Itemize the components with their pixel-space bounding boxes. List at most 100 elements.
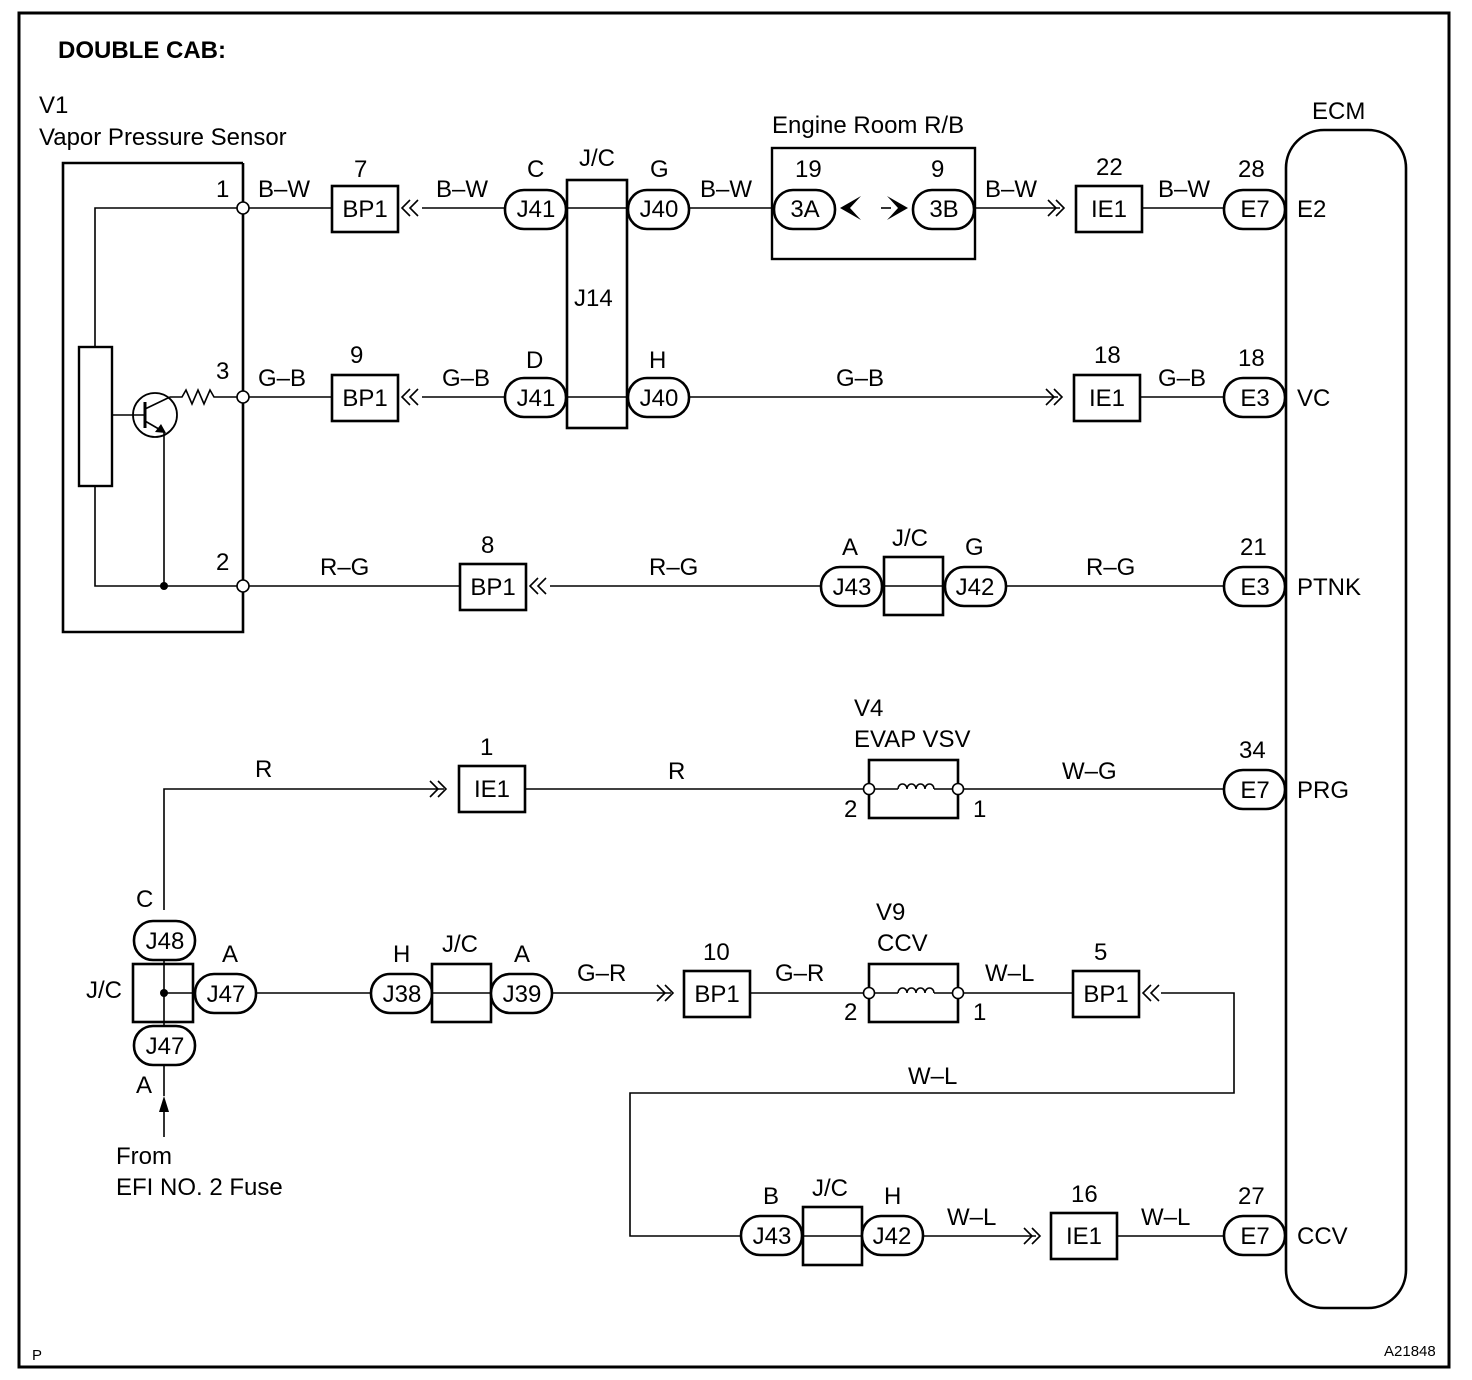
ccv-valve-pin-2: 2: [844, 999, 857, 1026]
ecm-terminal-vc: VC: [1297, 385, 1330, 412]
sensor-pin-3: 3: [216, 358, 229, 385]
jc-label: J/C: [442, 931, 478, 958]
connector-e7: E7: [1240, 1223, 1269, 1250]
sensing-element: [77, 345, 114, 488]
pin-number: 27: [1238, 1183, 1265, 1210]
wire-color: B–W: [985, 176, 1037, 203]
wire-color: R: [668, 758, 685, 785]
evap-vsv-name: EVAP VSV: [854, 726, 971, 753]
connector-bp1: BP1: [342, 196, 387, 223]
connector-j41: J41: [517, 196, 556, 223]
connector-j39: J39: [503, 981, 542, 1008]
sensor-pin-1: 1: [216, 176, 229, 203]
pin-number: 1: [480, 734, 493, 761]
evap-vsv-pin-1: 1: [973, 796, 986, 823]
ecm-label: ECM: [1312, 98, 1365, 125]
pin-number: 28: [1238, 156, 1265, 183]
jc-label: J/C: [892, 525, 928, 552]
connector-e3: E3: [1240, 574, 1269, 601]
vapor-pressure-sensor: V1 Vapor Pressure Sensor 1 3 2: [39, 92, 287, 634]
wire-color: G–B: [836, 365, 884, 392]
ecm-terminal-ccv: CCV: [1297, 1223, 1348, 1250]
circuit-ccv-upper: H J38 J/C A J39 G–R 10 BP1 G–R V9 CCV 2 …: [369, 899, 1160, 1090]
engine-room-relay-block: Engine Room R/B 19 3A 9 3B: [770, 112, 977, 261]
wire-color: G–B: [1158, 365, 1206, 392]
circuit-ptnk: R–G 8 BP1 R–G A J43 J/C G J42 R–G 21 E3: [320, 525, 1287, 617]
connector-j40: J40: [640, 385, 679, 412]
connector-3b: 3B: [929, 196, 958, 223]
pin-letter: G: [650, 156, 669, 183]
relay-block-label: Engine Room R/B: [772, 112, 964, 139]
wire-color: R: [255, 756, 272, 783]
connector-j43: J43: [833, 574, 872, 601]
connector-ie1: IE1: [1091, 196, 1127, 223]
ecm: ECM E2 VC PTNK PRG CCV: [1284, 98, 1408, 1310]
circuit-e2: B–W 7 BP1 B–W C J41 G J40 B–W: [258, 156, 752, 234]
connector-bp1: BP1: [1083, 981, 1128, 1008]
connector-e7: E7: [1240, 777, 1269, 804]
connector-ie1: IE1: [1066, 1223, 1102, 1250]
jc-body-label: J14: [574, 285, 613, 312]
pin-number: 9: [931, 156, 944, 183]
wire-color: G–B: [442, 365, 490, 392]
junction-connector-left: C J48 J/C A J47 J47 A From EFI NO. 2 Fus…: [86, 886, 283, 1201]
connector-bp1: BP1: [470, 574, 515, 601]
jc-label: J/C: [579, 145, 615, 172]
pin-letter: G: [965, 534, 984, 561]
pin-number: 19: [795, 156, 822, 183]
jc-label: J/C: [812, 1175, 848, 1202]
connector-j41: J41: [517, 385, 556, 412]
wires: [159, 207, 1235, 1237]
connector-j43: J43: [753, 1223, 792, 1250]
wire-color: B–W: [436, 176, 488, 203]
connector-j38: J38: [383, 981, 422, 1008]
diagram-frame: [17, 11, 1451, 1369]
pin-number: 34: [1239, 737, 1266, 764]
pin-letter: C: [136, 886, 153, 913]
corner-label: P: [32, 1347, 42, 1364]
pin-letter: A: [222, 941, 238, 968]
wire-color: W–L: [947, 1204, 996, 1231]
pin-letter: H: [884, 1183, 901, 1210]
pin-number: 8: [481, 532, 494, 559]
ecm-terminal-e2: E2: [1297, 196, 1326, 223]
pin-number: 22: [1096, 154, 1123, 181]
ccv-valve-name: CCV: [877, 930, 928, 957]
jc-label: J/C: [86, 977, 122, 1004]
connector-j48: J48: [146, 928, 185, 955]
pin-letter: H: [393, 941, 410, 968]
connector-e3: E3: [1240, 385, 1269, 412]
wire-color: G–B: [258, 365, 306, 392]
pin-number: 18: [1238, 345, 1265, 372]
connector-bp1: BP1: [342, 385, 387, 412]
source-line-1: From: [116, 1143, 172, 1170]
wire-color: G–R: [577, 960, 626, 987]
connector-ie1: IE1: [1089, 385, 1125, 412]
sensor-code: V1: [39, 92, 68, 119]
connector-j47: J47: [207, 981, 246, 1008]
pin-letter: B: [763, 1183, 779, 1210]
ccv-valve-code: V9: [876, 899, 905, 926]
circuit-e2-right: B–W 22 IE1 B–W 28 E7: [985, 154, 1287, 234]
pin-number: 7: [354, 156, 367, 183]
pin-number: 10: [703, 939, 730, 966]
ecm-terminal-ptnk: PTNK: [1297, 574, 1361, 601]
pin-number: 9: [350, 342, 363, 369]
wire-color: R–G: [649, 554, 698, 581]
source-line-2: EFI NO. 2 Fuse: [116, 1174, 283, 1201]
connector-j47: J47: [146, 1033, 185, 1060]
pin-letter: D: [526, 347, 543, 374]
sensor-pin-2: 2: [216, 549, 229, 576]
pin-letter: C: [527, 156, 544, 183]
wire-color: W–L: [985, 960, 1034, 987]
sensor-name: Vapor Pressure Sensor: [39, 124, 287, 151]
wire-color: W–G: [1062, 758, 1117, 785]
wire-color: W–L: [1141, 1204, 1190, 1231]
connector-j42: J42: [873, 1223, 912, 1250]
wire-color: R–G: [1086, 554, 1135, 581]
connector-j42: J42: [956, 574, 995, 601]
diagram-title: DOUBLE CAB:: [58, 37, 226, 64]
circuit-vc: G–B 9 BP1 G–B D J41 H J40 G–B 18 IE1 G–B…: [258, 342, 1287, 423]
figure-id: A21848: [1384, 1343, 1436, 1360]
pin-letter: A: [514, 941, 530, 968]
